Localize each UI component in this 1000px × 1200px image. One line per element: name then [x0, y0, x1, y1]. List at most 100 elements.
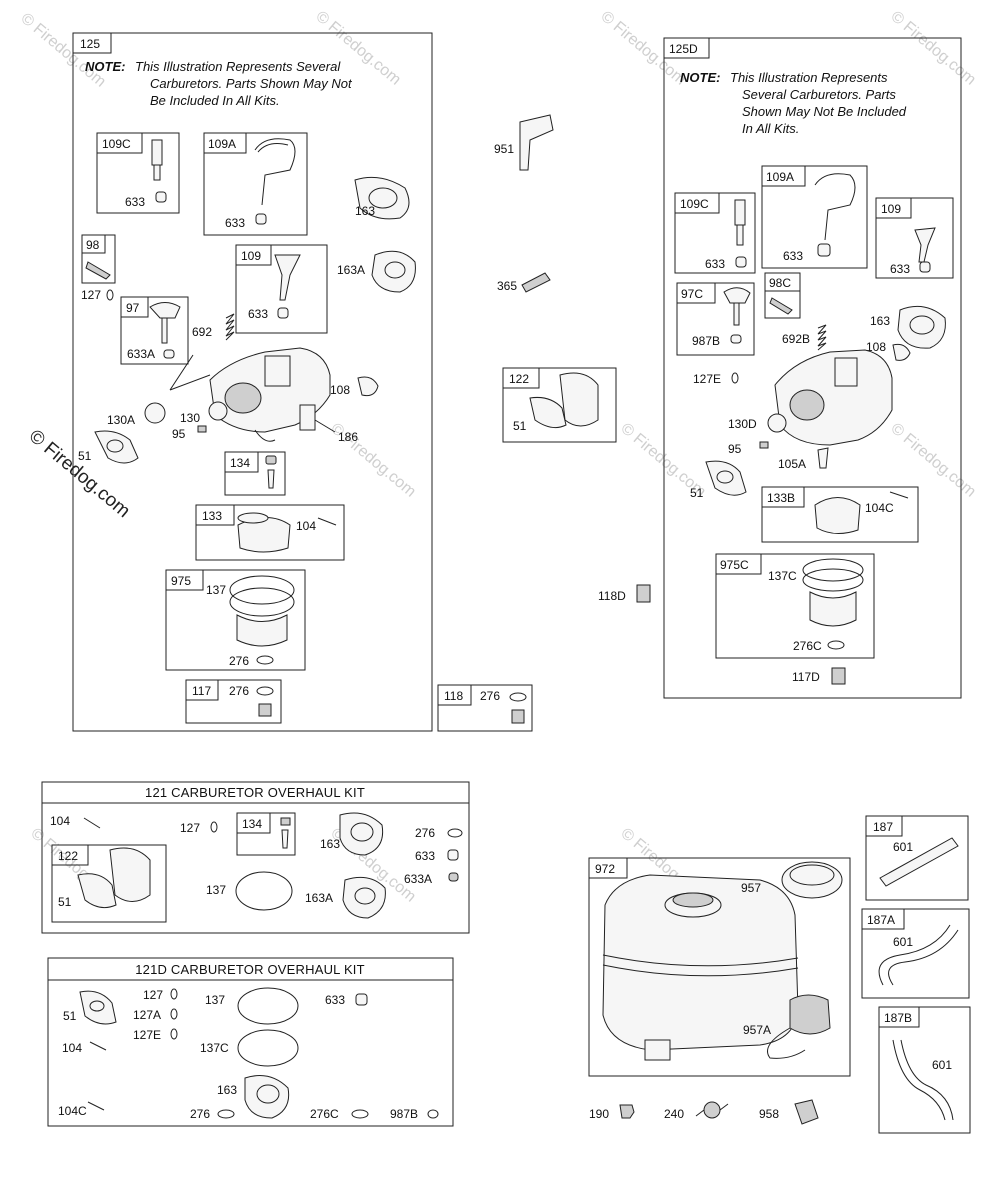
label-633: 633	[125, 195, 145, 209]
throttle-plate-130d-part	[767, 413, 787, 433]
label-127a: 127A	[133, 1008, 161, 1022]
gasket-51-part	[94, 430, 139, 464]
subbox-122-tag-frame	[502, 367, 540, 389]
subbox-109a	[203, 132, 308, 236]
label-51: 51	[513, 419, 527, 433]
label-987b: 987B	[692, 334, 720, 348]
fuel-line-187b-part	[900, 1039, 954, 1121]
box-125d-frame	[663, 37, 962, 699]
o-ring-part	[210, 821, 218, 833]
subbox-122	[51, 844, 167, 923]
choke-lever-part	[814, 173, 856, 241]
choke-valve-part	[914, 227, 936, 263]
label-692b: 692B	[782, 332, 810, 346]
label-633: 633	[248, 307, 268, 321]
carburetor-tower	[264, 355, 291, 387]
o-ring-part	[170, 988, 178, 1000]
subbox-133b-tag-frame	[761, 486, 805, 508]
gasket-108-part	[892, 343, 911, 361]
fuel-tank-group: 972 957 957A	[588, 857, 851, 1077]
carburetor-fitting	[299, 404, 316, 431]
valve-958-part	[794, 1099, 819, 1125]
label-951: 951	[494, 142, 514, 156]
fuel-line-187b-part	[892, 1039, 946, 1121]
filter-240-stem	[719, 1103, 729, 1111]
subbox-187b-tag: 187B	[884, 1011, 912, 1025]
label-276c: 276C	[310, 1107, 339, 1121]
gasket-hole	[350, 822, 374, 842]
note-line-3: Shown May Not Be Included	[742, 104, 907, 119]
box-125d: 125D NOTE: This Illustration Represents …	[663, 37, 962, 699]
o-ring-part	[255, 213, 267, 225]
choke-lever-part	[257, 143, 289, 153]
throttle-lever-part	[723, 287, 751, 304]
subbox-975	[165, 569, 306, 671]
label-95: 95	[728, 442, 742, 456]
gasket-hole	[716, 470, 734, 484]
gasket-108-part	[357, 376, 379, 397]
screw-part	[769, 297, 793, 315]
note-line-2: Several Carburetors. Parts	[742, 87, 896, 102]
float-hinge	[237, 512, 269, 524]
center-column: 951 365 122 51 118 276 118D	[437, 114, 651, 732]
note-line-1: This Illustration Represents	[730, 70, 888, 85]
label-104c: 104C	[58, 1104, 87, 1118]
label-692: 692	[192, 325, 212, 339]
spring-part	[225, 313, 235, 341]
hinge-pin-part	[89, 1041, 107, 1051]
inlet-needle-part	[281, 829, 289, 849]
float-bowl-gasket-part	[237, 1029, 299, 1067]
kit-121: 121 CARBURETOR OVERHAUL KIT 104 127 134 …	[41, 781, 470, 934]
subbox-972-tag: 972	[595, 862, 615, 876]
label-276: 276	[229, 684, 249, 698]
label-95: 95	[172, 427, 186, 441]
fuel-cap-top	[789, 864, 835, 886]
label-163: 163	[870, 314, 890, 328]
subbox-187-tag-frame	[865, 815, 903, 837]
float-part	[814, 497, 861, 534]
subbox-975c	[715, 553, 875, 659]
inlet-needle-part	[280, 817, 291, 826]
subbox-109a-tag: 109A	[766, 170, 794, 184]
fuel-line-187a-part	[878, 924, 951, 986]
float-bowl-gasket-part	[229, 575, 295, 605]
subbox-133-tag-frame	[195, 504, 235, 526]
label-601: 601	[932, 1058, 952, 1072]
throttle-shaft-part	[161, 317, 168, 344]
subbox-122-tag-frame	[51, 844, 89, 866]
label-276: 276	[480, 689, 500, 703]
gasket-163a-part	[342, 876, 386, 919]
label-276: 276	[415, 826, 435, 840]
subbox-109-tag: 109	[241, 249, 261, 263]
gasket-hole	[89, 1000, 105, 1012]
subbox-187a	[861, 908, 970, 999]
subbox-122-tag: 122	[58, 849, 78, 863]
label-163: 163	[217, 1083, 237, 1097]
subbox-97c-tag-frame	[676, 282, 716, 304]
carburetor-tower	[834, 357, 858, 387]
subbox-975-tag: 975	[171, 574, 191, 588]
float-bowl-part	[809, 591, 857, 627]
o-ring-part	[170, 1028, 178, 1040]
kit-121d-frame	[47, 957, 454, 1127]
label-137c: 137C	[768, 569, 797, 583]
kit-121-frame	[41, 781, 470, 934]
subbox-117-tag: 117	[192, 684, 211, 698]
float-bowl-gasket-part	[802, 568, 864, 592]
subbox-97c-tag: 97C	[681, 287, 703, 301]
subbox-97-tag-frame	[120, 296, 149, 318]
gasket-51-part	[79, 990, 117, 1025]
subbox-133	[195, 504, 345, 561]
fuel-cap-957-part	[781, 861, 843, 899]
kit-121d: 121D CARBURETOR OVERHAUL KIT 51 127 127A…	[47, 957, 454, 1127]
throttle-plate-130a-part	[144, 402, 166, 424]
subbox-97	[120, 296, 189, 365]
gasket-51-part	[529, 397, 567, 429]
label-104: 104	[62, 1041, 82, 1055]
label-108: 108	[330, 383, 350, 397]
label-957: 957	[741, 881, 761, 895]
box-125-tag: 125	[80, 37, 100, 51]
subbox-109	[235, 244, 328, 334]
o-ring-part	[106, 289, 114, 301]
spring-part	[817, 324, 827, 351]
